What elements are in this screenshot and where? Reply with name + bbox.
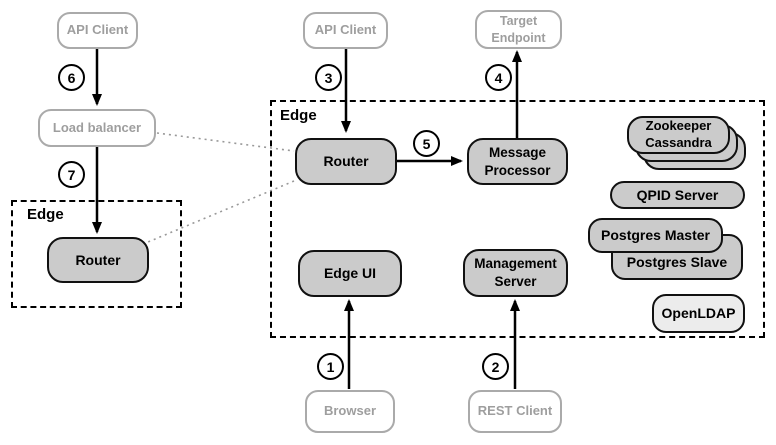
step-badge-2: 2 — [482, 353, 509, 380]
node-postgres-slave-label: Postgres Slave — [626, 253, 728, 270]
step-7-number: 7 — [67, 166, 76, 183]
node-load-balancer-label: Load balancer — [52, 119, 142, 135]
node-qpid-server: QPID Server — [610, 181, 745, 209]
node-api-client-top: API Client — [303, 12, 388, 49]
step-3-number: 3 — [324, 69, 333, 86]
node-openldap: OpenLDAP — [652, 294, 745, 333]
node-edge-ui-label: Edge UI — [323, 265, 377, 282]
node-zookeeper-label: Zookeeper — [645, 118, 712, 134]
edge-left-group-label: Edge — [27, 206, 64, 223]
step-2-number: 2 — [491, 358, 500, 375]
step-1-number: 1 — [326, 358, 335, 375]
step-badge-5: 5 — [413, 130, 440, 157]
node-qpid-server-label: QPID Server — [636, 186, 719, 203]
step-badge-1: 1 — [317, 353, 344, 380]
node-api-client-left: API Client — [57, 12, 138, 49]
node-router-main-label: Router — [323, 153, 369, 170]
node-browser-label: Browser — [323, 403, 377, 419]
step-badge-6: 6 — [58, 64, 85, 91]
node-message-processor: Message Processor — [467, 138, 568, 185]
step-4-number: 4 — [494, 69, 503, 86]
node-rest-client-label: REST Client — [477, 403, 553, 419]
node-message-processor-line1: Message — [488, 144, 547, 160]
node-management-server-line1: Management — [474, 256, 557, 272]
node-load-balancer: Load balancer — [38, 109, 156, 147]
step-5-number: 5 — [422, 135, 431, 152]
edge-main-group-label: Edge — [280, 107, 317, 124]
step-badge-4: 4 — [485, 64, 512, 91]
node-management-server: Management Server — [463, 249, 568, 297]
node-router-left: Router — [47, 237, 149, 283]
step-badge-7: 7 — [58, 161, 85, 188]
node-cassandra-label: Cassandra — [645, 135, 712, 150]
node-api-client-left-label: API Client — [66, 22, 129, 38]
node-postgres-master-label: Postgres Master — [601, 227, 710, 244]
step-6-number: 6 — [67, 69, 76, 86]
node-message-processor-line2: Processor — [484, 162, 551, 178]
node-browser: Browser — [305, 390, 395, 433]
step-badge-3: 3 — [315, 64, 342, 91]
node-edge-ui: Edge UI — [298, 250, 402, 297]
node-zookeeper-cassandra: Zookeeper Cassandra — [627, 116, 730, 154]
node-target-endpoint-line2: Endpoint — [491, 30, 546, 45]
node-api-client-top-label: API Client — [314, 22, 377, 38]
node-management-server-line2: Server — [494, 274, 537, 289]
node-router-main: Router — [295, 138, 397, 185]
node-target-endpoint: Target Endpoint — [475, 10, 562, 49]
node-router-left-label: Router — [75, 251, 121, 268]
node-openldap-label: OpenLDAP — [661, 305, 736, 322]
node-rest-client: REST Client — [468, 390, 562, 433]
node-postgres-master: Postgres Master — [588, 218, 723, 253]
node-target-endpoint-line1: Target — [499, 14, 538, 29]
